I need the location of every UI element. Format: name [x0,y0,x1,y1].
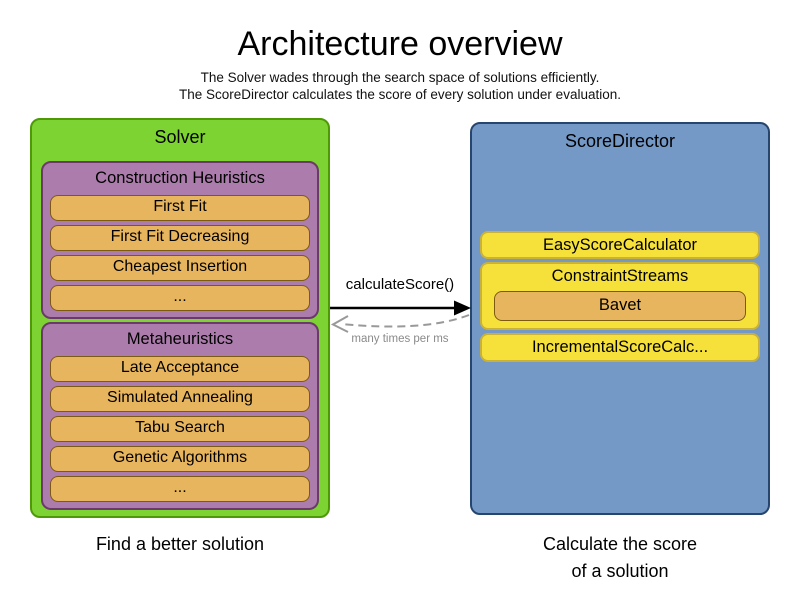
heuristic-item: Cheapest Insertion [50,255,310,281]
metaheuristic-item: Tabu Search [50,416,310,442]
score-director-caption: Calculate the score of a solution [470,531,770,585]
constraint-streams-item: ConstraintStreams Bavet [480,262,760,330]
solver-title: Solver [154,127,206,147]
construction-heuristics-section: Construction Heuristics First Fit First … [41,161,319,319]
arrowhead-right-icon [454,300,471,316]
score-director-box: ScoreDirector EasyScoreCalculator Constr… [470,122,770,515]
metaheuristics-title: Metaheuristics [126,330,234,348]
score-director-caption-line-1: Calculate the score [542,534,698,554]
easy-score-calculator-item: EasyScoreCalculator [480,231,760,259]
metaheuristics-section: Metaheuristics Late Acceptance Simulated… [41,322,319,510]
solver-caption: Find a better solution [95,534,265,554]
frequency-label: many times per ms [351,333,449,345]
heuristic-item: First Fit Decreasing [50,225,310,251]
arrowhead-left-icon [330,315,349,333]
subtitle-line-1: The Solver wades through the search spac… [200,70,600,85]
score-director-title: ScoreDirector [564,131,676,151]
heuristic-item-more: ... [50,285,310,311]
constraint-streams-label: ConstraintStreams [551,267,689,285]
metaheuristic-item-more: ... [50,476,310,502]
score-director-caption-line-2: of a solution [571,561,669,581]
calculate-score-arrow [330,300,471,316]
bavet-item: Bavet [494,291,746,321]
feedback-dashed-arrow [330,314,470,333]
incremental-score-calculator-item: IncrementalScoreCalc... [480,333,760,362]
calculate-score-label: calculateScore() [345,276,455,293]
heuristic-item: First Fit [50,195,310,221]
metaheuristic-item: Late Acceptance [50,356,310,382]
solver-box: Solver Construction Heuristics First Fit… [30,118,330,518]
subtitle-line-2: The ScoreDirector calculates the score o… [179,87,621,102]
metaheuristic-item: Genetic Algorithms [50,446,310,472]
metaheuristic-item: Simulated Annealing [50,386,310,412]
construction-heuristics-title: Construction Heuristics [95,169,265,187]
connection-arrows [330,300,471,333]
page-title: Architecture overview [237,25,563,63]
